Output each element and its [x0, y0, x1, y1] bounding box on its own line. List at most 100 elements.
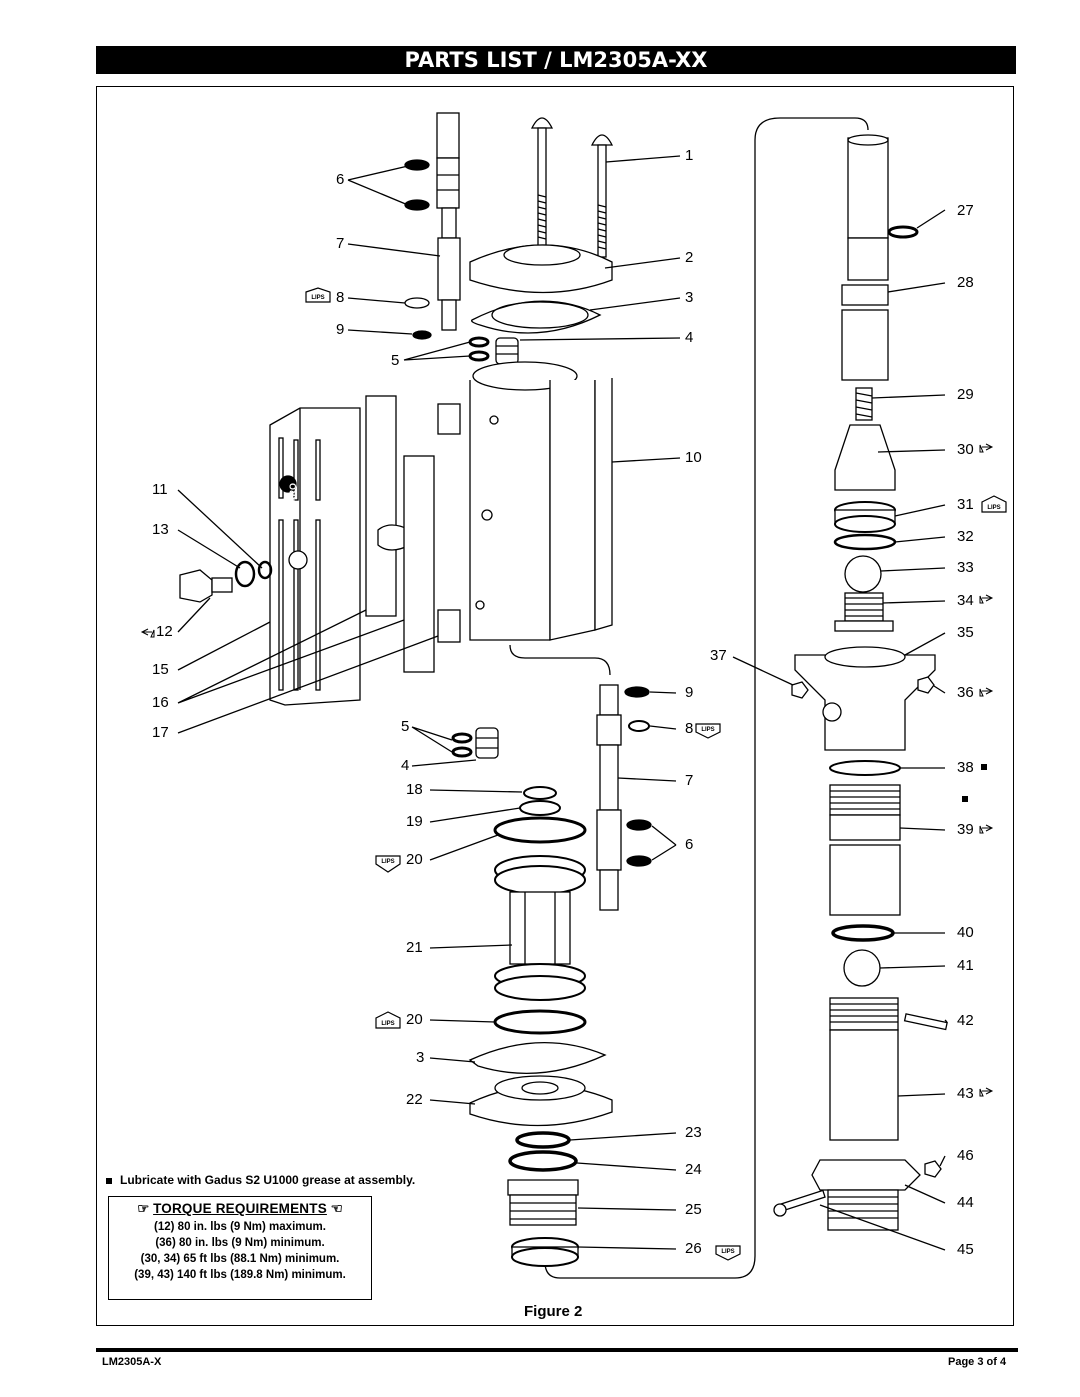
- leader-line: [429, 1099, 476, 1105]
- leader-line: [887, 282, 946, 293]
- washer: [523, 786, 557, 800]
- leader-line: [880, 567, 946, 572]
- leader-line: [944, 1019, 948, 1023]
- pointing-hand-icon: [979, 1087, 994, 1097]
- leader-line: [899, 827, 946, 831]
- footer-page-number: Page 3 of 4: [948, 1356, 1007, 1368]
- callout-44: 44: [957, 1194, 974, 1211]
- piston-head: [834, 424, 896, 491]
- leader-line: [649, 725, 677, 730]
- o-ring: [624, 686, 650, 698]
- callout-8: 8: [336, 289, 345, 306]
- callout-43: 43: [957, 1085, 974, 1102]
- cap-boss: [503, 244, 581, 266]
- leader-line: [939, 1155, 946, 1167]
- spacer-block: [365, 395, 411, 617]
- cylinder-sleeve: [829, 784, 901, 916]
- callout-38: 38: [957, 759, 974, 776]
- leader-line: [577, 1207, 677, 1211]
- lubricate-marker-icon: [981, 764, 987, 770]
- leader-line: [429, 807, 521, 823]
- torque-row: (36) 80 in. lbs (9 Nm) minimum.: [155, 1237, 325, 1249]
- washer: [519, 800, 561, 816]
- callout-22: 22: [406, 1091, 423, 1108]
- bolt: [590, 134, 614, 258]
- callout-33: 33: [957, 559, 974, 576]
- callout-18: 18: [406, 781, 423, 798]
- callout-5-lower: 5: [401, 718, 410, 735]
- footer-rule: [96, 1348, 1018, 1352]
- callout-2: 2: [685, 249, 694, 266]
- pin: [903, 1013, 948, 1031]
- callout-19: 19: [406, 813, 423, 830]
- lips-badge-icon: [305, 287, 1007, 1261]
- o-ring: [887, 225, 919, 239]
- callout-37: 37: [710, 647, 727, 664]
- callout-3: 3: [685, 289, 694, 306]
- callout-40: 40: [957, 924, 974, 941]
- callout-35: 35: [957, 624, 974, 641]
- callout-30: 30: [957, 441, 974, 458]
- leader-line: [403, 341, 471, 361]
- mounting-bracket: [269, 407, 361, 706]
- torque-row: (39, 43) 140 ft lbs (189.8 Nm) minimum.: [134, 1269, 346, 1281]
- leader-line: [605, 155, 681, 163]
- callout-28: 28: [957, 274, 974, 291]
- o-ring: [257, 560, 273, 580]
- lubrication-note: Lubricate with Gadus S2 U1000 grease at …: [106, 1173, 415, 1187]
- o-ring: [515, 1131, 571, 1149]
- leader-line: [177, 529, 241, 569]
- lips-badge-label: LIPS: [381, 1021, 394, 1027]
- valve-cartridge: [495, 337, 519, 365]
- leader-line: [429, 834, 499, 861]
- o-ring: [831, 924, 895, 942]
- callout-25: 25: [685, 1201, 702, 1218]
- pointing-hand-right-icon: ☞: [137, 1201, 150, 1216]
- callout-6: 6: [336, 171, 345, 188]
- callout-24: 24: [685, 1161, 702, 1178]
- leader-line: [429, 789, 523, 793]
- o-ring: [829, 760, 901, 776]
- motor-cylinder: [469, 361, 613, 641]
- callout-1: 1: [685, 147, 694, 164]
- leader-line: [894, 536, 946, 543]
- plunger-rod-upper: [436, 112, 461, 331]
- pump-tube: [829, 997, 899, 1141]
- u-cup-seal: [628, 720, 650, 732]
- leader-line: [732, 656, 794, 686]
- leader-line: [611, 457, 681, 463]
- callout-9-lower: 9: [685, 684, 694, 701]
- spacer-block: [403, 455, 435, 673]
- diagram-frame: [96, 86, 1014, 1326]
- set-screw: [924, 1160, 942, 1178]
- leader-line: [429, 1019, 496, 1023]
- callout-7: 7: [336, 235, 345, 252]
- o-ring: [404, 159, 430, 171]
- leader-line: [519, 337, 681, 341]
- leader-line: [347, 297, 406, 304]
- callout-42: 42: [957, 1012, 974, 1029]
- leader-line: [871, 394, 946, 399]
- leader-line: [177, 597, 211, 633]
- torque-requirements-box: ☞ TORQUE REQUIREMENTS ☜ (12) 80 in. lbs …: [108, 1196, 372, 1300]
- torque-heading: ☞ TORQUE REQUIREMENTS ☜: [137, 1201, 343, 1216]
- torque-row: (30, 34) 65 ft lbs (88.1 Nm) minimum.: [140, 1253, 340, 1265]
- pointing-hand-icon: [979, 594, 994, 604]
- callout-17: 17: [152, 724, 169, 741]
- callout-8-lower: 8: [685, 720, 694, 737]
- leader-line: [411, 726, 453, 753]
- valve-cartridge: [475, 727, 499, 759]
- callout-36: 36: [957, 684, 974, 701]
- leader-line: [576, 1162, 677, 1171]
- leader-line: [604, 257, 681, 269]
- leader-line: [429, 944, 513, 949]
- leader-line: [933, 685, 946, 694]
- callout-20-lower: 20: [406, 1011, 423, 1028]
- gasket-inner: [491, 301, 589, 329]
- callout-11: 11: [152, 481, 168, 498]
- packing-nut: [507, 1179, 579, 1226]
- callout-41: 41: [957, 957, 974, 974]
- callout-6-lower: 6: [685, 836, 694, 853]
- leader-line: [569, 1132, 677, 1141]
- lips-badge-label: LIPS: [701, 727, 714, 733]
